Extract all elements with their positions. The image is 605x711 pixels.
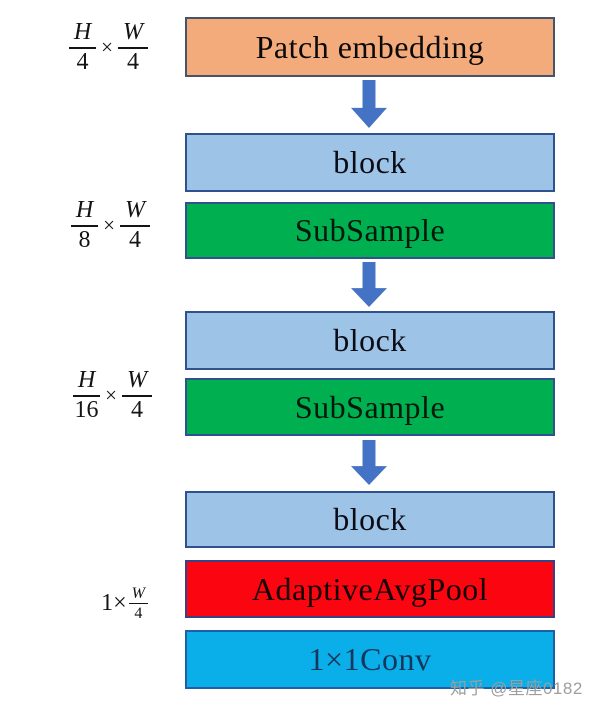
arrow-down-icon (351, 440, 387, 485)
node-adaptive-avg-pool: AdaptiveAvgPool (185, 560, 555, 618)
watermark: 知乎 @星座0182 (450, 679, 583, 698)
node-block-3: block (185, 491, 555, 548)
node-block-2: block (185, 311, 555, 370)
multiply-sign: × (103, 213, 115, 238)
arrow-down-icon (351, 80, 387, 128)
multiply-sign: × (101, 35, 113, 60)
node-subsample-1: SubSample (185, 202, 555, 259)
node-subsample-2: SubSample (185, 378, 555, 436)
node-1x1-conv: 1×1Conv (185, 630, 555, 689)
arrow-down-icon (351, 262, 387, 307)
node-block-1: block (185, 133, 555, 192)
one-times-prefix: 1× (101, 590, 127, 617)
node-patch-embedding: Patch embedding (185, 17, 555, 77)
multiply-sign: × (105, 383, 117, 408)
